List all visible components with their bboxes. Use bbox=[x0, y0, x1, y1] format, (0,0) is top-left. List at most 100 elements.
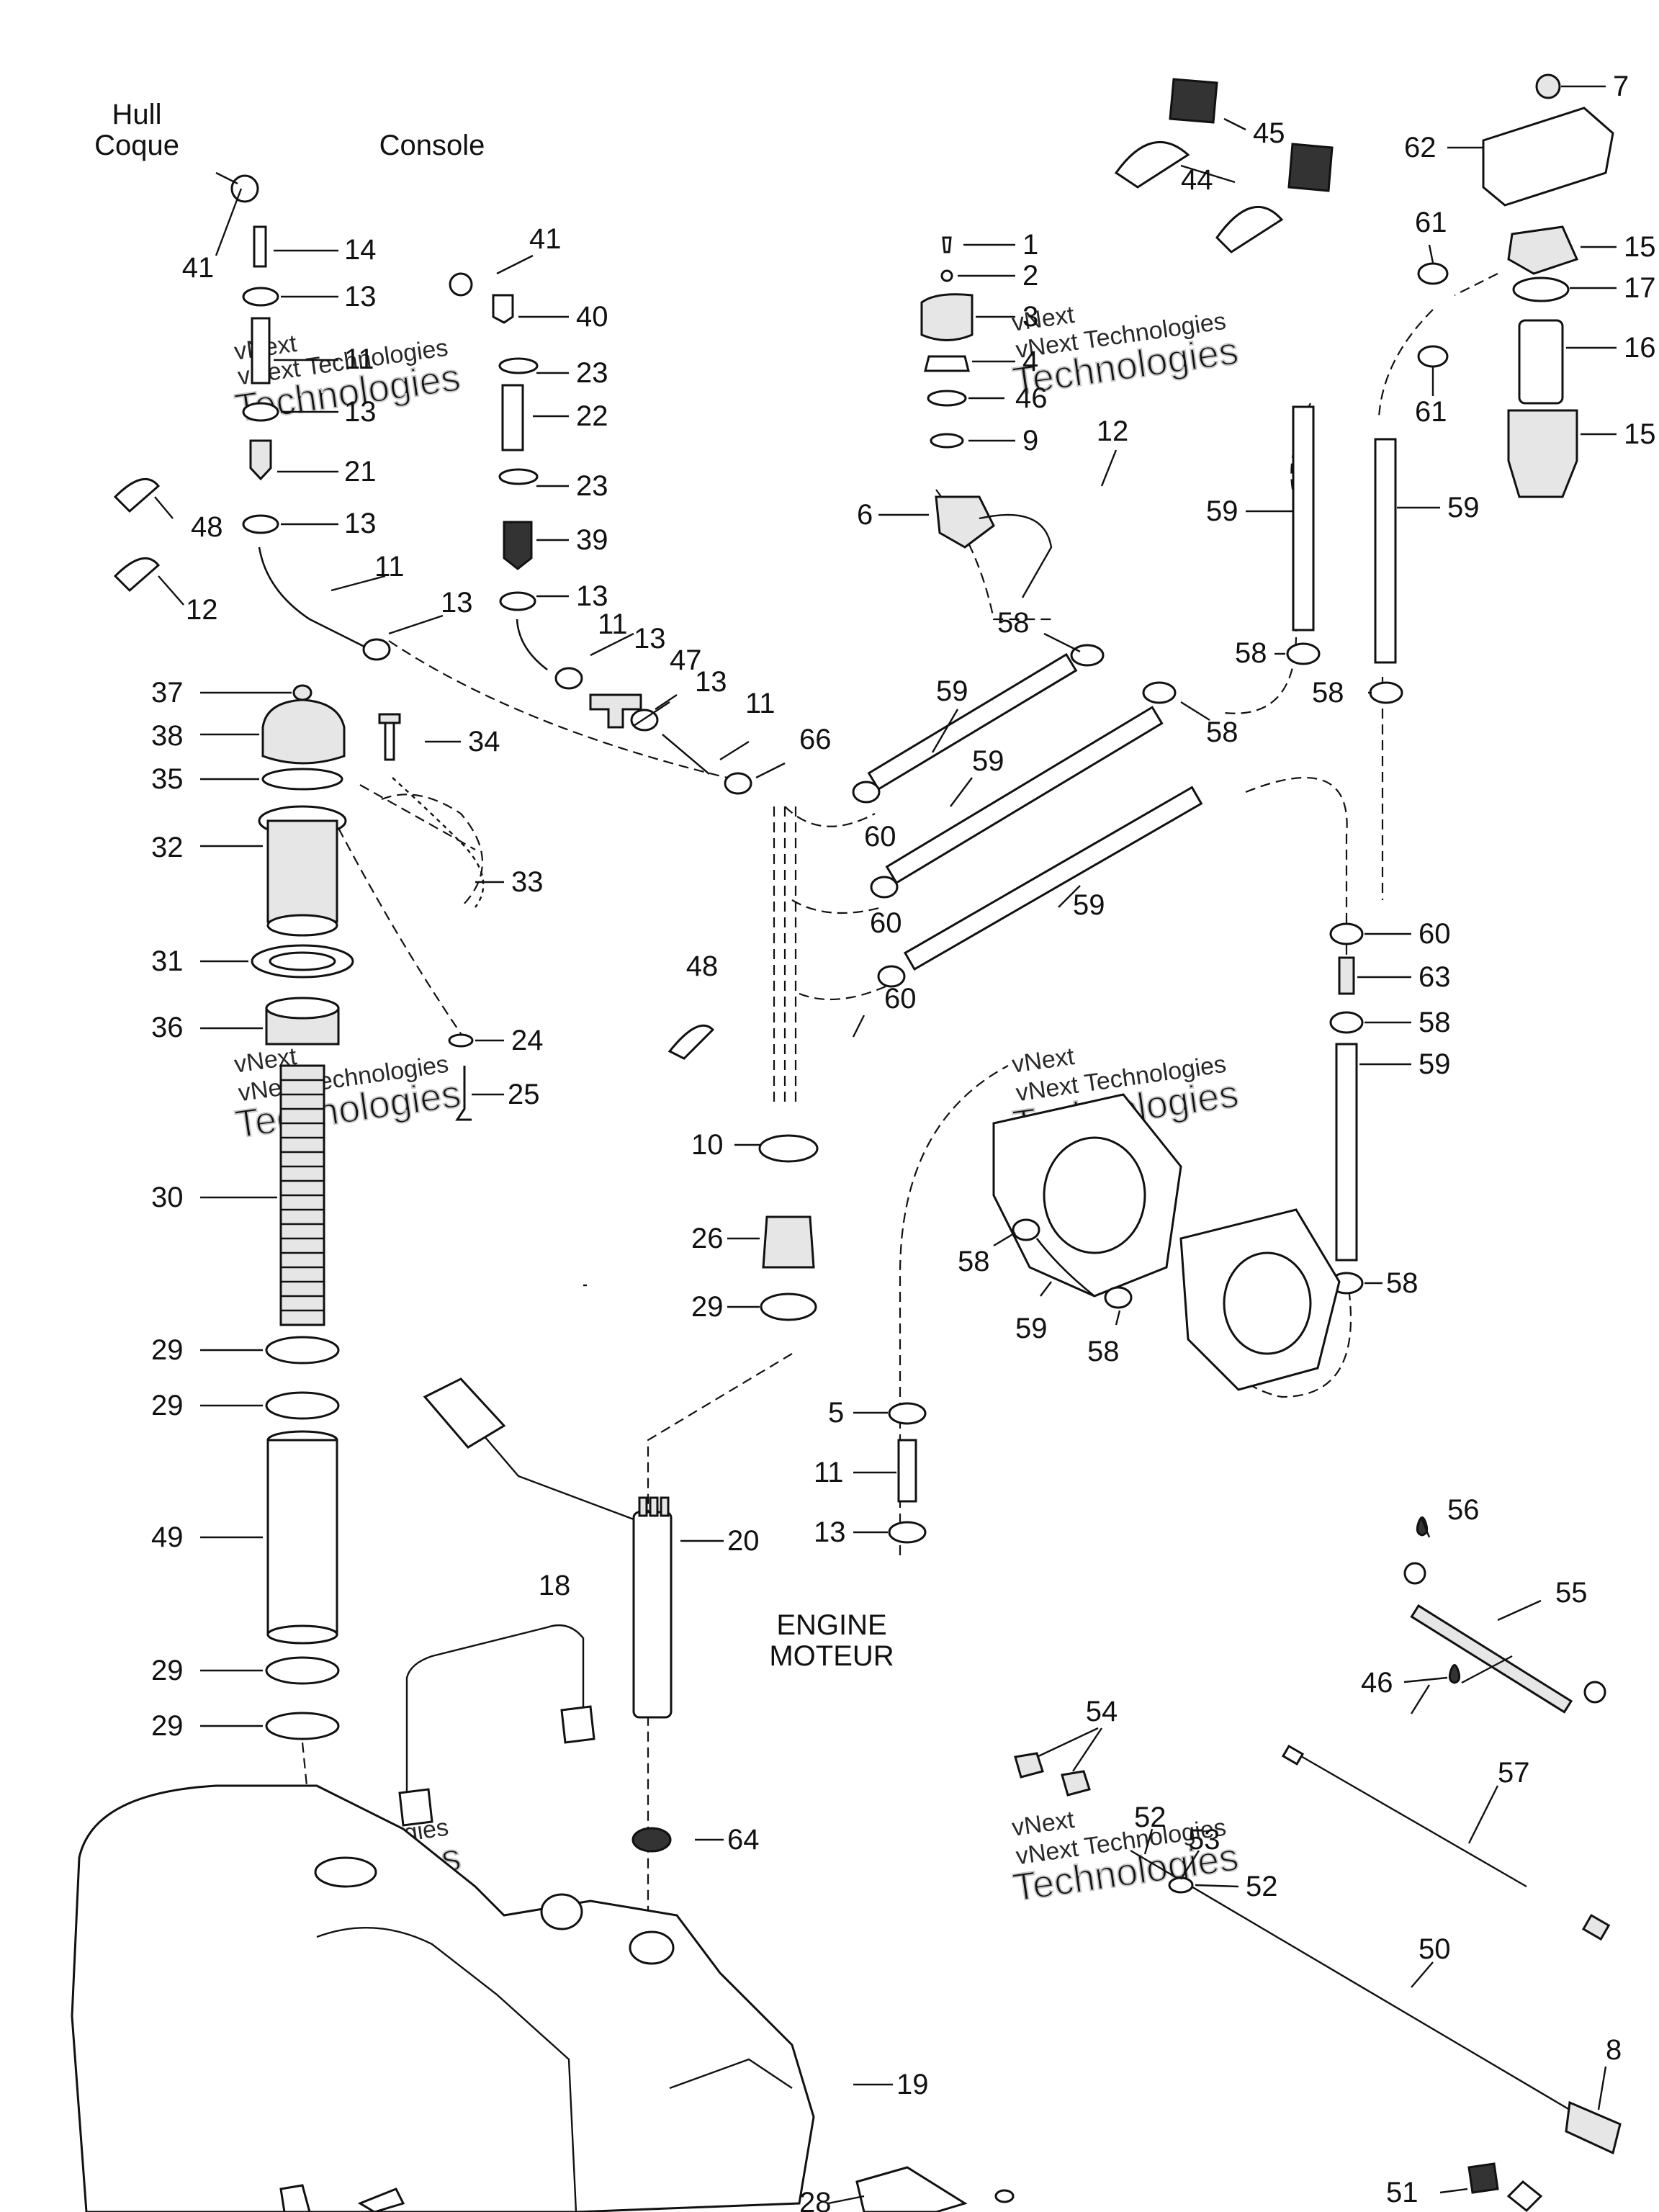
callout-13: 13 bbox=[441, 587, 473, 619]
callout-50: 50 bbox=[1419, 1933, 1451, 1965]
hose-route bbox=[388, 640, 728, 779]
callout-59: 59 bbox=[972, 745, 1004, 777]
callout-54: 54 bbox=[1086, 1696, 1118, 1727]
callout-25: 25 bbox=[508, 1079, 540, 1110]
callout-48: 48 bbox=[686, 950, 719, 982]
callout-58: 58 bbox=[1312, 677, 1344, 709]
caption-console: Console bbox=[379, 130, 485, 161]
caption-hull: Hull bbox=[112, 99, 162, 130]
part-chain bbox=[392, 777, 485, 908]
part-clamp bbox=[724, 772, 752, 795]
part-hose bbox=[258, 547, 368, 649]
hose-route bbox=[1377, 309, 1434, 418]
filler-assembly bbox=[251, 684, 474, 1740]
part-clamp bbox=[265, 1712, 340, 1740]
part-clamp bbox=[758, 1134, 819, 1163]
part-tank-neck bbox=[314, 1856, 377, 1888]
part-vent-fitting bbox=[449, 272, 473, 297]
fuel-valve-assembly bbox=[423, 236, 1203, 1853]
part-clamp bbox=[499, 591, 536, 611]
callout-59: 59 bbox=[1447, 492, 1480, 523]
callout-8: 8 bbox=[1606, 2034, 1622, 2066]
callout-58: 58 bbox=[1206, 716, 1238, 748]
callout-13: 13 bbox=[344, 396, 377, 428]
part-clamp bbox=[1286, 642, 1321, 665]
callout-2: 2 bbox=[1022, 260, 1038, 292]
hose-route bbox=[1245, 776, 1348, 979]
part-pin bbox=[638, 1496, 648, 1517]
part-decal bbox=[1506, 2180, 1543, 2212]
part-valve bbox=[503, 521, 533, 570]
part-hose bbox=[903, 786, 1203, 971]
part-strap-buckle bbox=[398, 1788, 433, 1827]
callout-13: 13 bbox=[814, 1516, 846, 1548]
callout-22: 22 bbox=[576, 400, 608, 432]
part-filter-element bbox=[1518, 319, 1564, 405]
callout-58: 58 bbox=[1386, 1267, 1419, 1299]
callout-34: 34 bbox=[468, 726, 500, 757]
callout-61: 61 bbox=[1415, 396, 1447, 428]
part-hose bbox=[266, 1439, 338, 1636]
part-rod-end bbox=[1403, 1562, 1426, 1585]
hose-route bbox=[899, 1065, 1009, 1555]
callout-36: 36 bbox=[151, 1012, 184, 1043]
part-fuel-valve bbox=[935, 495, 995, 549]
part-nut bbox=[1061, 1770, 1091, 1797]
callout-44: 44 bbox=[1181, 164, 1213, 196]
part-steering-rod bbox=[1410, 1604, 1573, 1714]
leash-route bbox=[338, 827, 469, 1045]
part-clamp bbox=[888, 1521, 927, 1544]
callout-11: 11 bbox=[598, 608, 628, 640]
part-fitting bbox=[1338, 956, 1355, 995]
callout-59: 59 bbox=[1206, 495, 1238, 527]
part-screw bbox=[942, 236, 952, 253]
callout-46: 46 bbox=[1015, 382, 1048, 414]
part-clamp bbox=[265, 1391, 340, 1420]
callout-13: 13 bbox=[634, 623, 666, 655]
hose-route bbox=[799, 985, 886, 1001]
callout-12: 12 bbox=[1097, 415, 1129, 447]
callout-63: 63 bbox=[1419, 961, 1451, 993]
part-nut-top bbox=[265, 997, 340, 1020]
part-clamp bbox=[265, 1656, 340, 1685]
part-tee bbox=[589, 693, 642, 729]
part-tie-strap bbox=[113, 557, 161, 593]
callout-13: 13 bbox=[344, 281, 377, 313]
part-filter-bowl bbox=[1507, 409, 1578, 498]
callout-11: 11 bbox=[374, 551, 405, 583]
part-washer bbox=[940, 269, 953, 282]
callout-39: 39 bbox=[576, 524, 608, 556]
callout-labels: 41 14 13 11 13 21 13 48 12 11 13 37 38 3… bbox=[151, 71, 1656, 2212]
part-cap-button bbox=[292, 684, 313, 701]
part-screw bbox=[384, 719, 395, 761]
part-pin bbox=[649, 1496, 659, 1517]
callout-38: 38 bbox=[151, 720, 184, 752]
hose-route bbox=[301, 1742, 311, 1815]
captions: Hull Coque Console ENGINE MOTEUR bbox=[94, 99, 894, 1672]
cable-assembly bbox=[1014, 1516, 1622, 2212]
callout-11: 11 bbox=[745, 688, 775, 719]
part-fitting bbox=[357, 2188, 405, 2212]
callout-37: 37 bbox=[151, 677, 184, 709]
part-pad bbox=[1169, 78, 1218, 124]
callout-41: 41 bbox=[529, 223, 562, 255]
part-tie-strap bbox=[498, 468, 539, 485]
leader-lines bbox=[154, 85, 1617, 2205]
part-clamp bbox=[1070, 644, 1105, 667]
callout-58: 58 bbox=[958, 1246, 990, 1277]
callout-1: 1 bbox=[1022, 229, 1038, 261]
callout-29: 29 bbox=[151, 1334, 184, 1366]
part-tank-vent bbox=[540, 1893, 583, 1930]
part-o-ring bbox=[261, 768, 343, 791]
callout-51: 51 bbox=[1386, 2177, 1419, 2208]
part-pin bbox=[660, 1496, 670, 1517]
part-choke-cable bbox=[1130, 1849, 1570, 2111]
callout-9: 9 bbox=[1022, 425, 1038, 457]
callout-33: 33 bbox=[511, 866, 544, 898]
callout-21: 21 bbox=[344, 456, 377, 487]
callout-15: 15 bbox=[1624, 418, 1656, 450]
part-clamp bbox=[362, 638, 391, 661]
tank-edge bbox=[316, 1926, 577, 2212]
part-washer bbox=[927, 390, 967, 407]
part-bracket bbox=[855, 2166, 968, 2212]
